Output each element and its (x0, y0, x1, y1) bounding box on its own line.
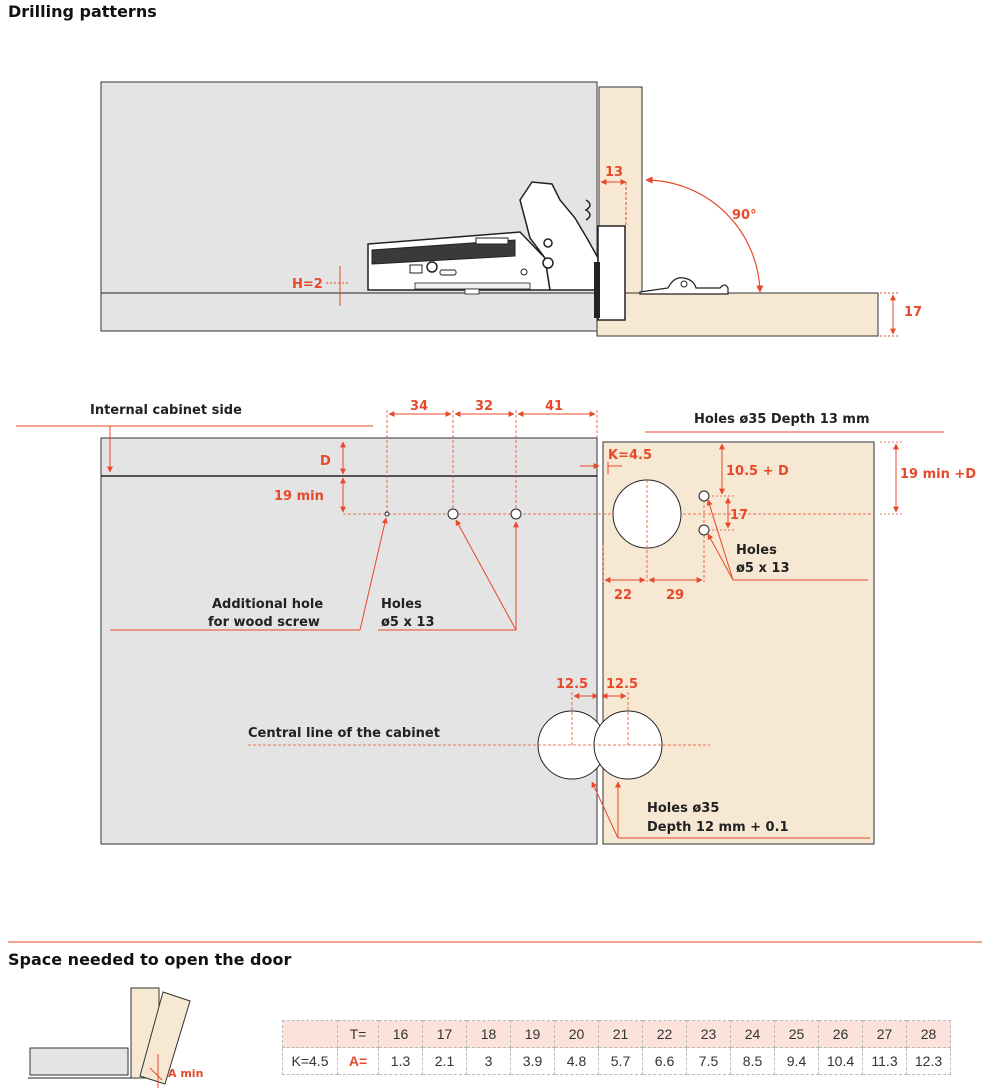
dim-22-label: 22 (614, 588, 632, 603)
t-cell: 20 (554, 1020, 599, 1048)
hole-5-left (447, 508, 459, 520)
dim-17-plan-label: 17 (730, 508, 748, 523)
plan-view: Internal cabinet side 34 32 41 Holes ø35… (16, 399, 976, 845)
holes-35-bottom-label-2: Depth 12 mm + 0.1 (647, 820, 789, 835)
holes-5-right-label-1: Holes (736, 543, 777, 558)
table-row: K=4.5 A= 1.3 2.1 3 3.9 4.8 5.7 6.6 7.5 8… (282, 1047, 951, 1075)
a-cell: 4.8 (554, 1047, 599, 1075)
t-cell: 25 (774, 1020, 819, 1048)
angle-arc (645, 176, 764, 293)
holes-35-bottom-label-1: Holes ø35 (647, 801, 719, 816)
title-drilling-patterns: Drilling patterns (8, 2, 157, 21)
k-label-plan: K=4.5 (608, 448, 652, 463)
t-cell: 18 (466, 1020, 511, 1048)
t-header: T= (337, 1020, 379, 1048)
a-min-label: A min (168, 1067, 203, 1080)
mounting-plate (594, 262, 600, 318)
holes-5-label-1: Holes (381, 597, 422, 612)
a-cell: 7.5 (686, 1047, 731, 1075)
title-space-needed: Space needed to open the door (8, 950, 292, 969)
dim-19min-label: 19 min (274, 489, 324, 504)
dim-19min-d-label: 19 min +D (900, 467, 976, 482)
t-cell: 26 (818, 1020, 863, 1048)
t-cell: 23 (686, 1020, 731, 1048)
central-line-label: Central line of the cabinet (248, 726, 440, 741)
a-cell: 8.5 (730, 1047, 775, 1075)
door-hole-5-top (698, 490, 710, 502)
wood-screw-hole (384, 511, 390, 517)
a-cell: 1.3 (378, 1047, 423, 1075)
t-cell: 19 (510, 1020, 555, 1048)
space-table: T= 16 17 18 19 20 21 22 23 24 25 26 27 2… (282, 1020, 951, 1075)
holes-35-depth-13-label: Holes ø35 Depth 13 mm (694, 412, 870, 427)
hinge-cup (597, 225, 626, 321)
a-cell: 3 (466, 1047, 511, 1075)
dim-13-label: 13 (605, 165, 623, 180)
t-cell: 24 (730, 1020, 775, 1048)
holes-5-label-2: ø5 x 13 (381, 615, 435, 630)
a-cell: 11.3 (862, 1047, 907, 1075)
a-cell: 2.1 (422, 1047, 467, 1075)
a-cell: 12.3 (906, 1047, 951, 1075)
space-figure: A min (28, 987, 203, 1088)
a-cell: 9.4 (774, 1047, 819, 1075)
dim-10-5-d-label: 10.5 + D (726, 464, 789, 479)
additional-hole-label-1: Additional hole (212, 597, 323, 612)
dim-41-label: 41 (545, 399, 563, 414)
dim-34-label: 34 (410, 399, 428, 414)
a-cell: 6.6 (642, 1047, 687, 1075)
t-cell: 27 (862, 1020, 907, 1048)
dim-12-5-left-label: 12.5 (556, 677, 588, 692)
cabinet-plan-panel (100, 437, 598, 845)
dim-17-side-label: 17 (904, 305, 922, 320)
dim-12-5-right-label: 12.5 (606, 677, 638, 692)
dim-32-label: 32 (475, 399, 493, 414)
door-panel-open (596, 292, 879, 337)
k-row-label: K=4.5 (282, 1047, 338, 1075)
t-cell: 17 (422, 1020, 467, 1048)
angle-label: 90° (732, 208, 757, 223)
dim-29-label: 29 (666, 588, 684, 603)
a-cell: 5.7 (598, 1047, 643, 1075)
t-cell: 22 (642, 1020, 687, 1048)
side-view: H=2 13 90° 17 (100, 81, 922, 337)
empty-cell (282, 1020, 338, 1048)
t-cell: 28 (906, 1020, 951, 1048)
t-cell: 16 (378, 1020, 423, 1048)
a-cell: 3.9 (510, 1047, 555, 1075)
d-label: D (320, 454, 331, 469)
a-header: A= (337, 1047, 379, 1075)
h-equals-label: H=2 (292, 277, 323, 292)
t-cell: 21 (598, 1020, 643, 1048)
holes-5-right-label-2: ø5 x 13 (736, 561, 790, 576)
door-hole-5-bottom (698, 524, 710, 536)
a-cell: 10.4 (818, 1047, 863, 1075)
table-row: T= 16 17 18 19 20 21 22 23 24 25 26 27 2… (282, 1020, 951, 1048)
additional-hole-label-2: for wood screw (208, 615, 320, 630)
hole-5-right (510, 508, 522, 520)
internal-side-label: Internal cabinet side (90, 403, 242, 418)
